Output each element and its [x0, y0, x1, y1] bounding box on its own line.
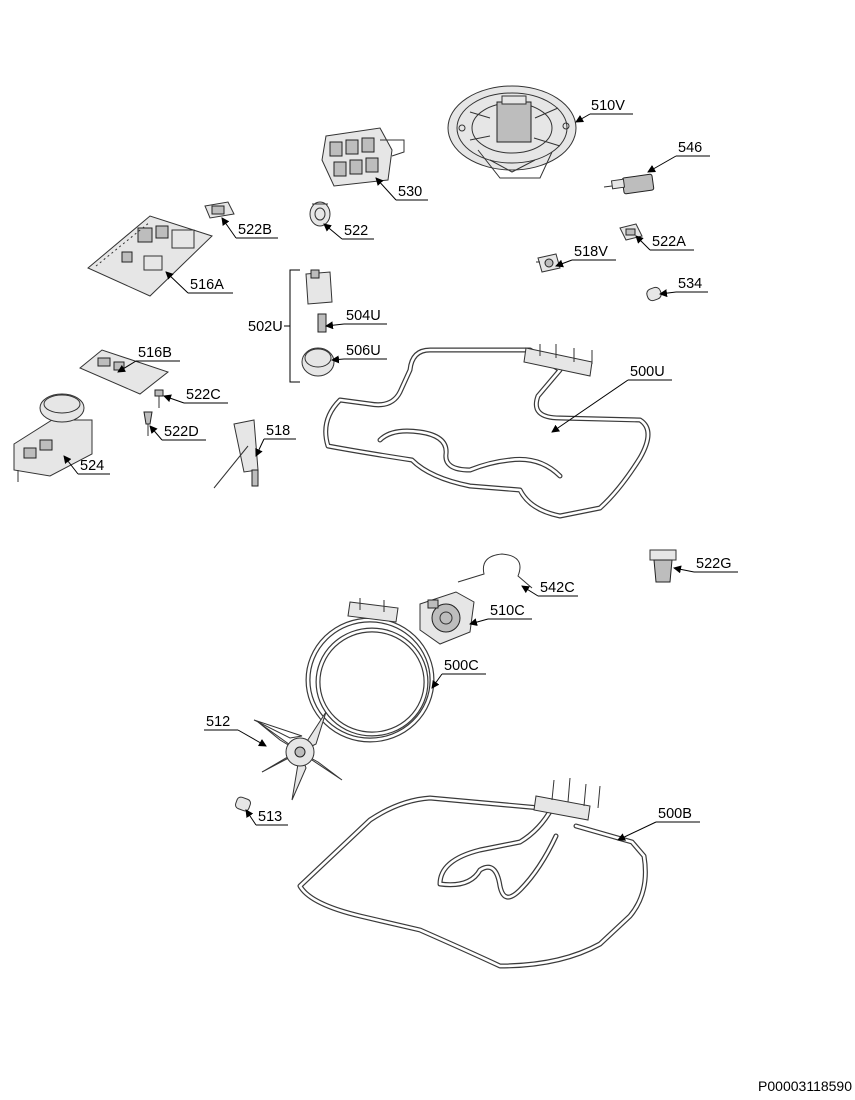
callout-522D: 522D	[149, 424, 206, 441]
svg-text:516A: 516A	[190, 277, 224, 293]
svg-text:518: 518	[266, 423, 290, 439]
svg-text:522C: 522C	[186, 387, 221, 403]
callout-530: 530	[375, 177, 428, 201]
part-522B-clip	[204, 201, 235, 219]
callout-513: 513	[245, 809, 288, 826]
callout-506U: 506U	[331, 343, 387, 364]
svg-text:524: 524	[80, 458, 104, 474]
svg-text:510V: 510V	[591, 98, 625, 114]
part-530-terminal-block	[321, 127, 405, 187]
svg-text:510C: 510C	[490, 603, 525, 619]
callout-510C: 510C	[469, 603, 532, 626]
part-546-lamp	[603, 173, 655, 195]
svg-text:534: 534	[678, 276, 702, 292]
callout-516B: 516B	[117, 345, 180, 373]
svg-text:522B: 522B	[238, 222, 272, 238]
callout-504U: 504U	[325, 308, 387, 330]
svg-text:500U: 500U	[630, 364, 665, 380]
callout-522B: 522B	[221, 217, 278, 239]
callout-510V: 510V	[575, 98, 633, 123]
svg-text:522G: 522G	[696, 556, 731, 572]
part-510V-fan-motor	[447, 85, 577, 179]
part-500U-upper-element	[323, 344, 651, 519]
part-522D-screw	[143, 411, 153, 436]
svg-text:522D: 522D	[164, 424, 199, 440]
svg-text:506U: 506U	[346, 343, 381, 359]
part-518-probe	[213, 419, 259, 489]
part-516A-board	[87, 215, 213, 297]
callout-522A: 522A	[635, 234, 694, 251]
callout-500U: 500U	[551, 364, 672, 433]
callout-518: 518	[255, 423, 296, 457]
reference-code: P00003118590	[758, 1078, 852, 1094]
svg-text:522A: 522A	[652, 234, 686, 250]
part-518V-sensor	[536, 253, 561, 273]
part-522A-clip	[619, 223, 643, 241]
part-524-door-lock	[13, 393, 93, 482]
callout-542C: 542C	[521, 580, 578, 597]
part-522G-clip	[649, 549, 677, 583]
svg-text:512: 512	[206, 714, 230, 730]
callout-524: 524	[63, 455, 110, 475]
callout-546: 546	[647, 140, 710, 173]
svg-text:500B: 500B	[658, 806, 692, 822]
svg-text:504U: 504U	[346, 308, 381, 324]
part-542C-clamp	[457, 553, 533, 589]
callout-502U: 502U	[248, 269, 300, 383]
part-500B-lower-element	[297, 777, 648, 969]
part-510C-fan-motor	[419, 591, 475, 645]
svg-text:500C: 500C	[444, 658, 479, 674]
part-512-fan-blade	[253, 711, 343, 801]
svg-text:516B: 516B	[138, 345, 172, 361]
part-513-nut	[234, 796, 252, 812]
svg-text:542C: 542C	[540, 580, 575, 596]
part-506U-knob	[301, 347, 335, 377]
callout-522G: 522G	[673, 556, 738, 574]
svg-text:513: 513	[258, 809, 282, 825]
part-522-clip	[309, 201, 331, 227]
svg-text:502U: 502U	[248, 319, 283, 335]
callout-522: 522	[323, 223, 374, 240]
callout-518V: 518V	[555, 244, 616, 268]
svg-text:546: 546	[678, 140, 702, 156]
callout-512: 512	[204, 714, 267, 747]
callout-534: 534	[659, 276, 708, 298]
callout-500B: 500B	[617, 806, 700, 841]
part-522C-screw	[154, 389, 164, 408]
part-504U-switch-top	[305, 269, 333, 333]
svg-text:518V: 518V	[574, 244, 608, 260]
svg-text:522: 522	[344, 223, 368, 239]
callout-522C: 522C	[163, 387, 228, 404]
part-500C-circular-element	[305, 598, 435, 743]
callout-516A: 516A	[165, 271, 233, 294]
svg-text:530: 530	[398, 184, 422, 200]
callout-500C: 500C	[431, 658, 486, 689]
